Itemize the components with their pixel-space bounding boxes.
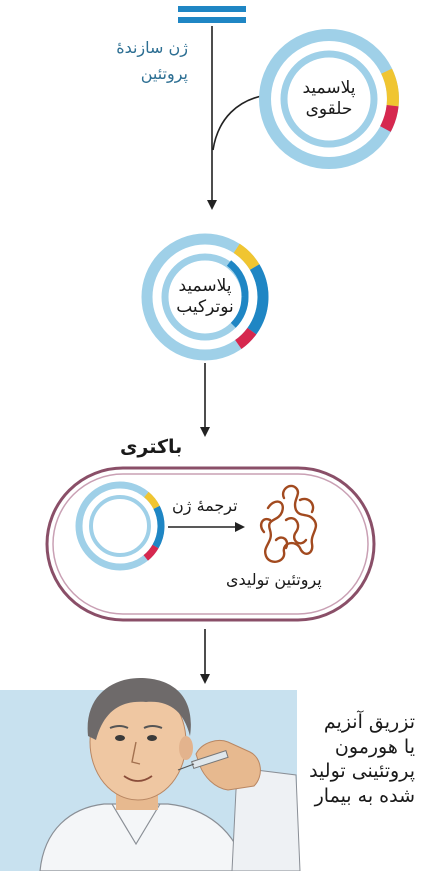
- injection-label: تزریق آنزیم یا هورمون پروتئینی تولید شده…: [309, 710, 415, 809]
- gene-translation-label: ترجمۀ ژن: [172, 496, 238, 516]
- circular-plasmid-label-line2: حلقوی: [293, 99, 365, 120]
- injection-label-line4: شده به بیمار: [309, 784, 415, 809]
- recombinant-plasmid-label-line2: نوترکیب: [167, 297, 243, 318]
- patient-illustration: [0, 678, 300, 871]
- circular-plasmid-label-line1: پلاسمید: [293, 78, 365, 99]
- produced-protein-label: پروتئین تولیدی: [226, 570, 322, 590]
- joining-line: [213, 95, 266, 150]
- protein-gene: [178, 6, 246, 23]
- injection-label-line1: تزریق آنزیم: [309, 710, 415, 735]
- bacteria-label: باکتری: [120, 436, 182, 460]
- gene-label: ژن سازندۀ پروتئین: [116, 38, 188, 84]
- gene-label-line1: ژن سازندۀ: [116, 38, 188, 58]
- injection-label-line2: یا هورمون: [309, 735, 415, 760]
- circular-plasmid-label: پلاسمید حلقوی: [293, 78, 365, 121]
- injection-label-line3: پروتئینی تولید: [309, 759, 415, 784]
- gene-label-line2: پروتئین: [116, 64, 188, 84]
- recombinant-plasmid-label: پلاسمید نوترکیب: [167, 276, 243, 319]
- recombinant-plasmid-label-line1: پلاسمید: [167, 276, 243, 297]
